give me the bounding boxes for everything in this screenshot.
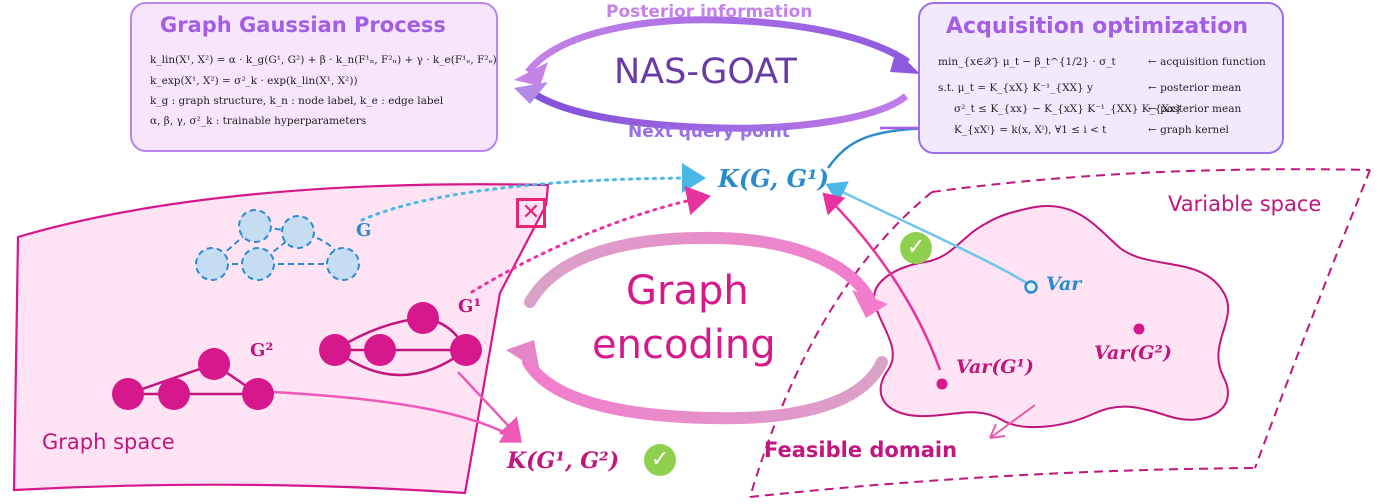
gp-eq-2: k_exp(X¹, X²) = σ²_k · exp(k_lin(X¹, X²)…	[150, 75, 358, 87]
encoding-top-arrow	[524, 231, 876, 308]
cycle-top-label: Posterior information	[606, 2, 813, 22]
var-point	[1024, 280, 1038, 294]
cycle-bottom-label: Next query point	[628, 122, 790, 142]
graph-g2-label: G²	[250, 340, 274, 361]
graph-g-label: G	[356, 220, 372, 241]
var-g2-label: Var(G²)	[1094, 342, 1172, 364]
variable-space-frame	[931, 168, 1371, 193]
cycle-bottom-arrow	[523, 85, 909, 132]
feasible-domain-region	[873, 205, 1229, 429]
acq-note-4: ← graph kernel	[1148, 124, 1229, 136]
gp-box: Graph Gaussian Process k_lin(X¹, X²) = α…	[130, 2, 498, 152]
dotted-arrow-g1	[470, 185, 711, 294]
arrow-g1-to-kernel	[457, 371, 522, 440]
arrow-g2-to-kernel	[271, 390, 523, 443]
kernel-g1-g2-label: K(G¹, G²)	[507, 448, 620, 474]
acq-expr-4: K_{xXⁱ} = k(x, Xⁱ), ∀1 ≤ i < t	[954, 124, 1107, 136]
acq-note-2: ← posterior mean	[1148, 82, 1242, 94]
gp-box-title: Graph Gaussian Process	[160, 13, 446, 37]
acq-expr-2: s.t. μ_t = K_{xX} K⁻¹_{XX} y	[938, 82, 1094, 94]
acq-note-3: ← posterior mean	[1148, 103, 1242, 115]
encoding-label-line2: encoding	[592, 322, 776, 368]
acq-expr-1: min_{x∈𝒳} μ_t − β_t^{1/2} · σ_t	[938, 56, 1116, 68]
check-icon: ✓	[644, 444, 676, 476]
acq-box-title: Acquisition optimization	[946, 14, 1249, 39]
acq-note-1: ← acquisition function	[1148, 56, 1266, 68]
var-g2-point	[1133, 323, 1145, 335]
dotted-arrow-g	[360, 163, 706, 222]
arrow-varg1-to-kernel	[822, 192, 942, 371]
gp-eq-1: k_lin(X¹, X²) = α · k_g(G¹, G²) + β · k_…	[150, 54, 497, 66]
var-g1-label: Var(G¹)	[956, 356, 1034, 378]
graph-g1-label: G¹	[458, 296, 482, 317]
feasible-pointer-arrow	[989, 404, 1036, 439]
graph-g2	[112, 348, 274, 410]
gp-eq-3: k_g : graph structure, k_n : node label,…	[150, 95, 444, 107]
arrow-var-to-kernel	[825, 181, 1031, 287]
check-icon: ✓	[900, 232, 932, 264]
acq-expr-3: σ²_t ≤ K_{xx} − K_{xX} K⁻¹_{XX} K_{Xx}	[954, 103, 1182, 115]
gp-eq-4: α, β, γ, σ²_k : trainable hyperparameter…	[150, 115, 367, 127]
graph-space-region	[12, 183, 550, 495]
variable-space-label: Variable space	[1168, 192, 1322, 216]
kernel-g-g1-label: K(G, G¹)	[718, 164, 829, 193]
encoding-bottom-arrow	[522, 356, 888, 425]
graph-g	[195, 209, 360, 281]
graph-g1	[319, 302, 482, 377]
feasible-domain-label: Feasible domain	[764, 438, 958, 462]
encoding-label-line1: Graph	[626, 268, 749, 314]
var-label: Var	[1046, 273, 1082, 295]
cycle-center-label: NAS-GOAT	[614, 52, 797, 92]
graph-space-label: Graph space	[42, 430, 175, 454]
cross-box-icon: ✕	[516, 198, 546, 228]
acq-box: Acquisition optimization min_{x∈𝒳} μ_t −…	[918, 2, 1284, 154]
cycle-top-arrow	[525, 16, 910, 75]
var-g1-point	[936, 378, 948, 390]
